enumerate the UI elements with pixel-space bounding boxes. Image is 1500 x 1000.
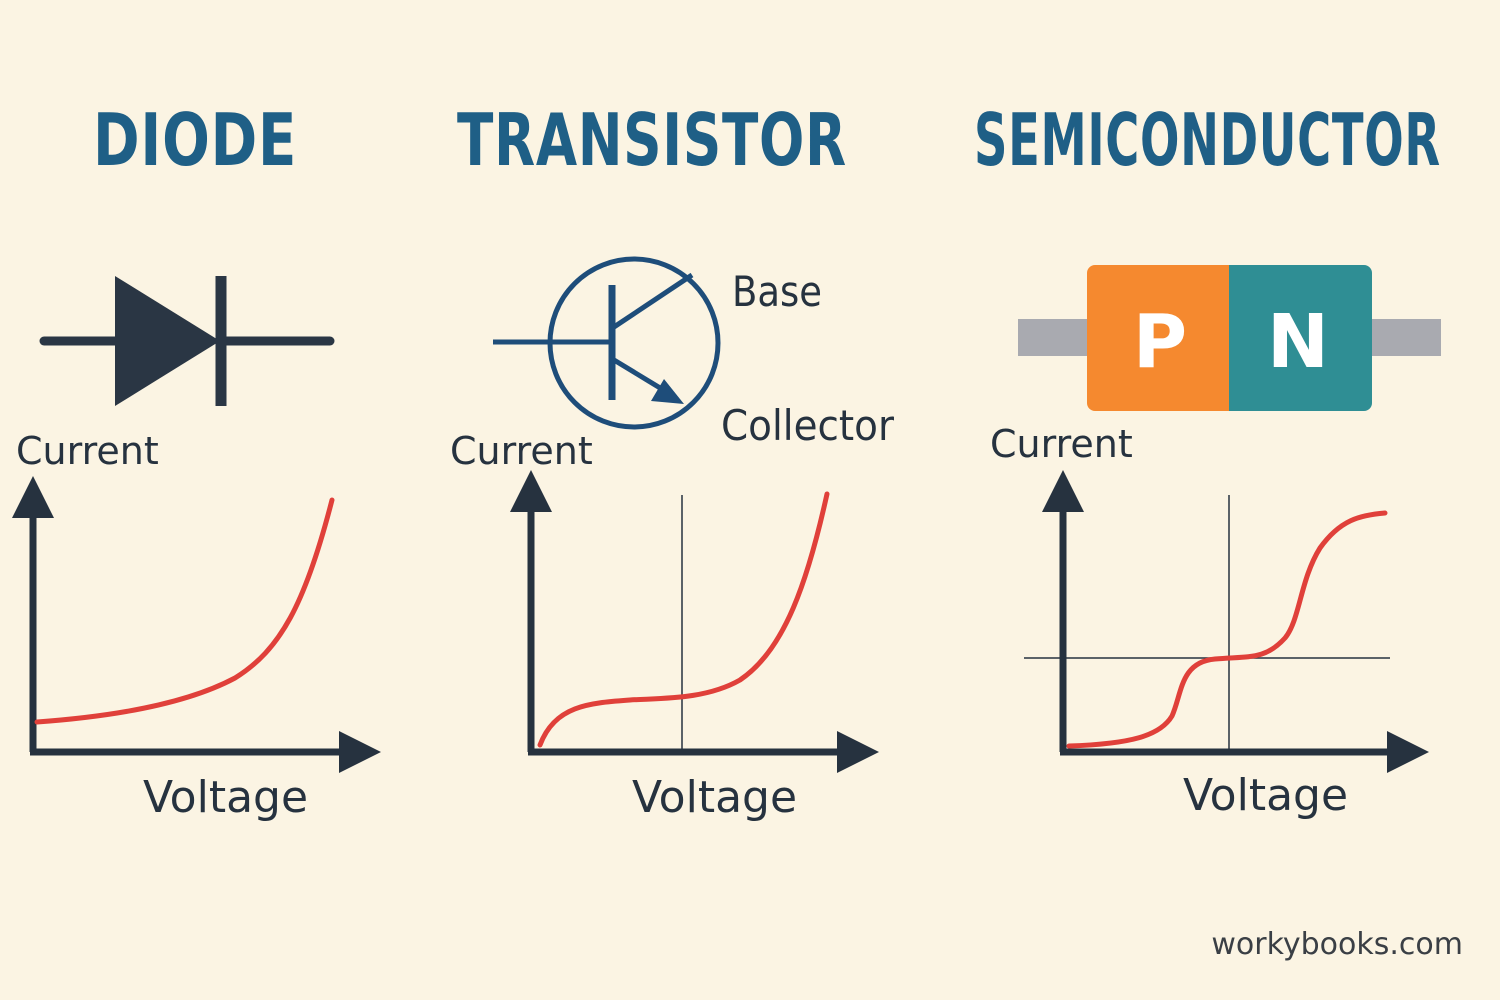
diode-triangle — [115, 276, 220, 406]
diode-iv-graph: Current Voltage — [12, 429, 381, 823]
transistor-voltage-label: Voltage — [632, 772, 797, 823]
pn-junction-boundary — [1229, 265, 1239, 411]
transistor-base-label: Base — [732, 267, 822, 316]
n-region — [1229, 265, 1372, 411]
p-region — [1087, 265, 1237, 411]
transistor-collector-label: Collector — [721, 401, 895, 450]
semiconductor-iv-graph: Current Voltage — [990, 422, 1429, 821]
transistor-symbol: Base Collector — [493, 256, 895, 450]
footer-credit: workybooks.com — [1211, 927, 1463, 962]
diode-voltage-label: Voltage — [143, 772, 308, 823]
semiconductor-current-label: Current — [990, 422, 1133, 466]
pn-junction: P N — [1018, 265, 1441, 411]
transistor-emitter-arrow — [651, 379, 684, 404]
diode-current-label: Current — [16, 429, 159, 473]
pn-lead-right — [1360, 319, 1441, 356]
transistor-current-label: Current — [450, 429, 593, 473]
diode-symbol — [39, 276, 335, 406]
semiconductor-voltage-label: Voltage — [1183, 770, 1348, 821]
diode-title: DIODE — [93, 98, 298, 182]
diode-iv-curve — [34, 497, 335, 725]
pn-lead-left — [1018, 319, 1098, 356]
semiconductor-iv-curve — [1066, 510, 1388, 749]
transistor-collector-lead — [612, 272, 694, 330]
p-label: P — [1133, 299, 1187, 385]
n-label: N — [1267, 299, 1329, 385]
transistor-title: TRANSISTOR — [457, 98, 847, 182]
transistor-iv-curve — [537, 491, 830, 748]
semiconductor-title: SEMICONDUCTOR — [974, 98, 1441, 182]
transistor-iv-graph: Current Voltage — [450, 429, 879, 823]
